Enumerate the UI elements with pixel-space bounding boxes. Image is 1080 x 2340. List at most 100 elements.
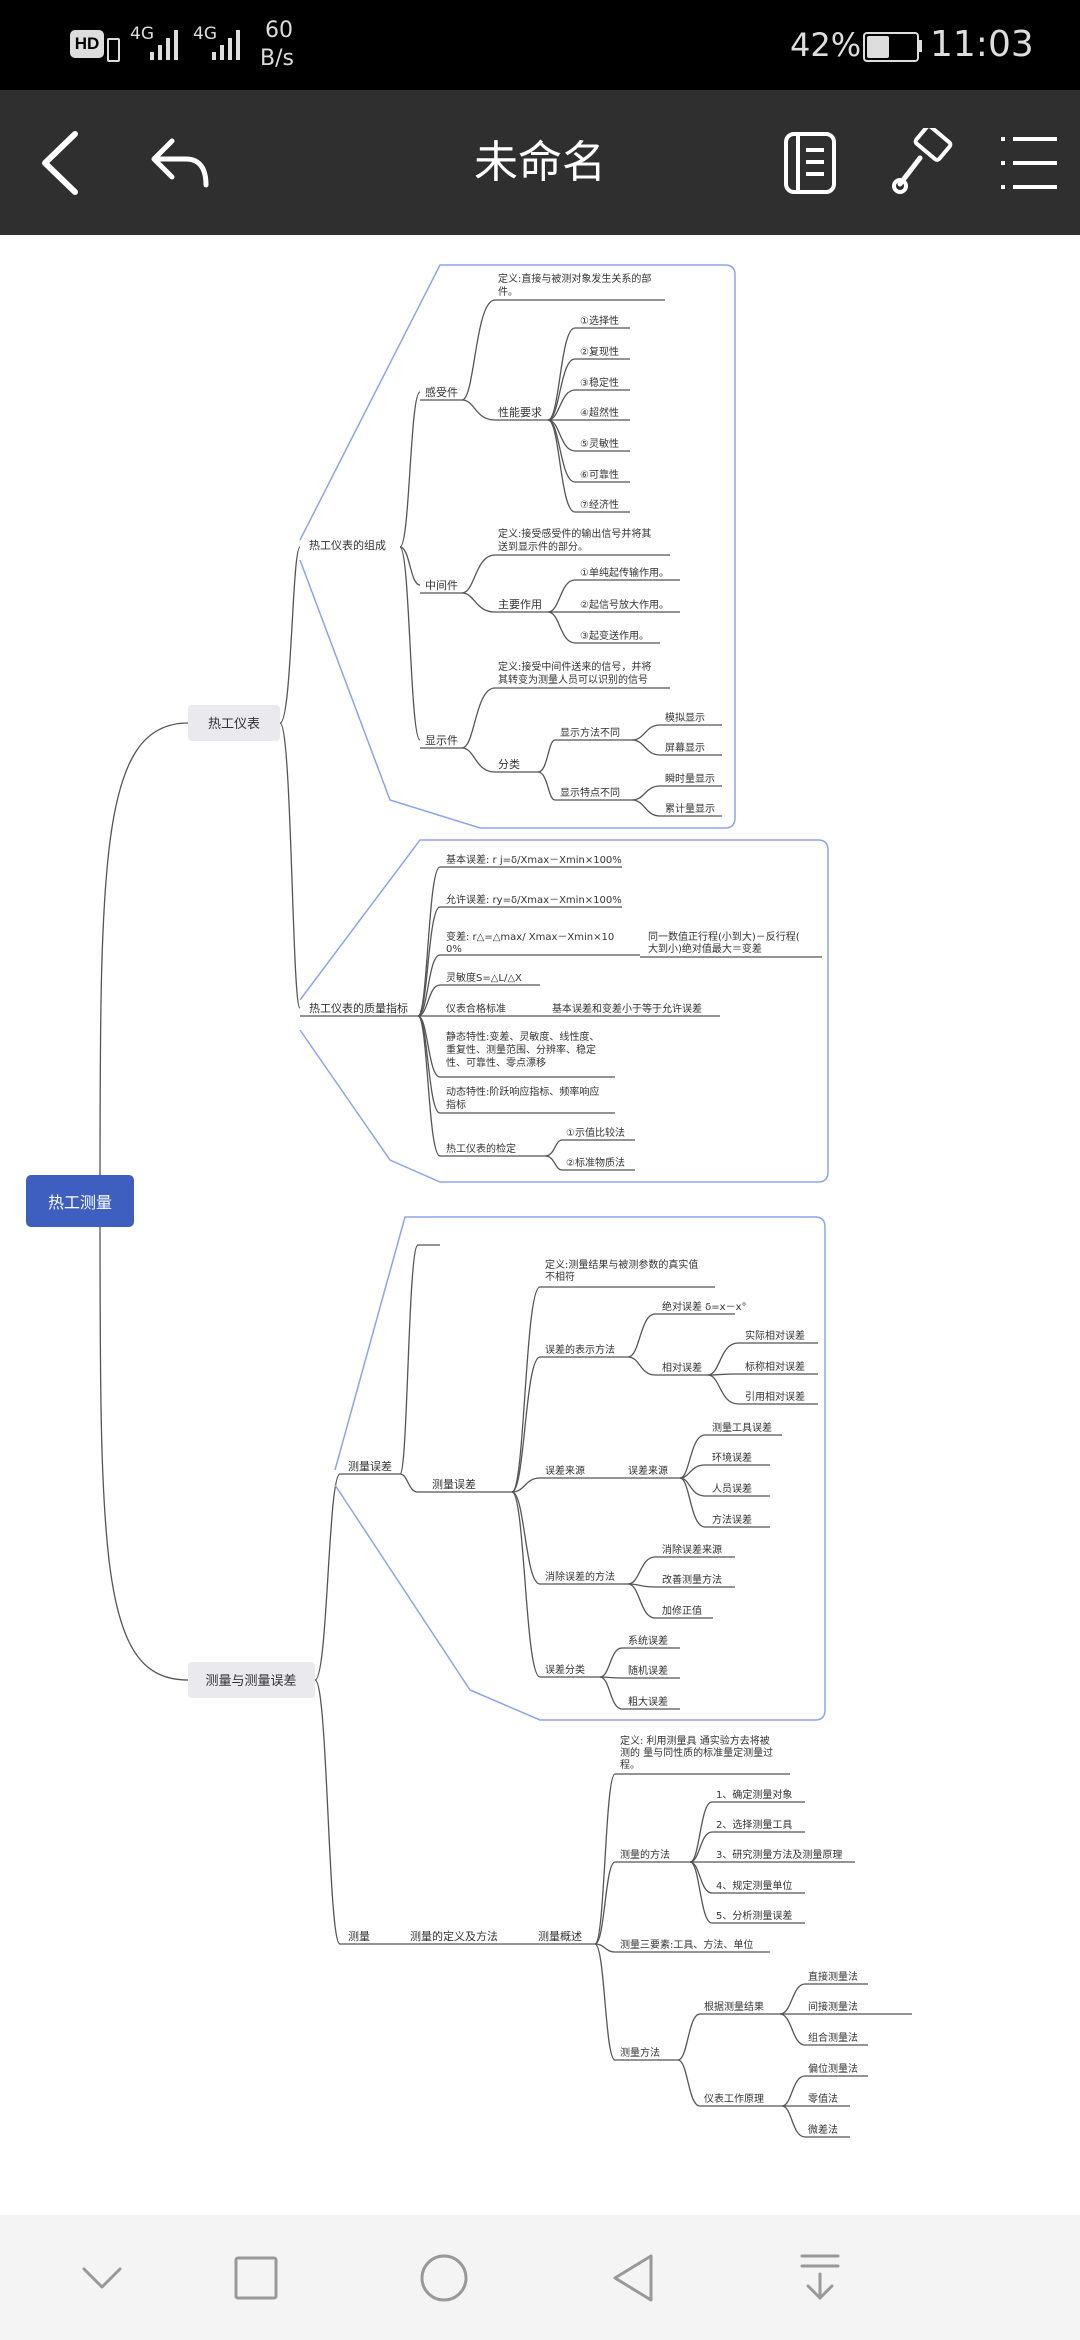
node-role[interactable]: ①单纯起传输作用。 (580, 566, 669, 579)
node-result-item[interactable]: 直接测量法 (808, 1970, 858, 1983)
node-variation-2[interactable]: 0% (446, 944, 462, 955)
collapse-button[interactable] (42, 2215, 162, 2340)
node-source-item[interactable]: 环境误差 (712, 1451, 752, 1464)
node-sensor-req[interactable]: 性能要求 (498, 405, 542, 419)
node-feature[interactable]: 瞬时量显示 (665, 772, 715, 785)
node-req[interactable]: ③稳定性 (580, 376, 619, 389)
node-result-item[interactable]: 间接测量法 (808, 2000, 858, 2013)
node-error-source[interactable]: 误差来源 (545, 1464, 585, 1477)
node-step[interactable]: 2、选择测量工具 (716, 1818, 792, 1831)
node-source-item[interactable]: 人员误差 (712, 1482, 752, 1495)
style-button[interactable] (880, 90, 970, 235)
node-inter-role[interactable]: 主要作用 (498, 598, 542, 611)
node-measure-def-2[interactable]: 测的 量与同性质的标准量定测量过 (620, 1746, 773, 1759)
node-step[interactable]: 5、分析测量误差 (716, 1909, 792, 1922)
home-button[interactable] (384, 2215, 504, 2340)
node-method[interactable]: 模拟显示 (665, 711, 705, 724)
node-accuracy-std[interactable]: 仪表合格标准 (446, 1002, 506, 1015)
node-display-def-2[interactable]: 其转变为测量人员可以识别的信号 (498, 673, 648, 686)
node-role[interactable]: ③起变送作用。 (580, 629, 649, 642)
node-allowed-error[interactable]: 允许误差: ry=δ/Xmax－Xmin×100% (446, 893, 622, 906)
node-class-item[interactable]: 随机误差 (628, 1664, 668, 1677)
mindmap-canvas[interactable]: 热工测量 热工仪表 测量与测量误差 热工仪表的组成 感受件 定义:直接与被测对象… (0, 235, 1080, 2215)
node-display-method[interactable]: 显示方法不同 (560, 726, 620, 739)
node-dynamic-1[interactable]: 动态特性:阶跃响应指标、频率响应 (446, 1085, 599, 1098)
node-req[interactable]: ②复现性 (580, 345, 619, 358)
node-variation-note-2[interactable]: 大到小)绝对值最大＝变差 (648, 942, 762, 955)
node-calibration[interactable]: 热工仪表的检定 (446, 1142, 516, 1155)
node-error-sub[interactable]: 测量误差 (432, 1477, 476, 1491)
node-measure-method[interactable]: 测量的方法 (620, 1848, 670, 1861)
outline-button[interactable] (770, 90, 850, 235)
node-measure-ways[interactable]: 测量方法 (620, 2046, 660, 2059)
node-measure-group[interactable]: 测量 (348, 1930, 370, 1943)
node-measure-def-1[interactable]: 定义: 利用测量具 通实验方去将被 (620, 1734, 770, 1747)
node-req[interactable]: ⑦经济性 (580, 498, 619, 511)
node-req[interactable]: ④超然性 (580, 406, 619, 419)
node-error-source-sub[interactable]: 误差来源 (628, 1464, 668, 1477)
node-accuracy-note[interactable]: 基本误差和变差小于等于允许误差 (552, 1002, 702, 1015)
node-elim-item[interactable]: 消除误差来源 (662, 1543, 722, 1556)
node-static-2[interactable]: 重复性、测量范围、分辨率、稳定 (446, 1043, 596, 1056)
node-overview[interactable]: 测量概述 (538, 1930, 582, 1943)
node-elim-item[interactable]: 加修正值 (662, 1604, 702, 1617)
node-method[interactable]: 屏幕显示 (665, 741, 705, 754)
recent-apps-button[interactable] (196, 2215, 316, 2340)
node-req[interactable]: ⑥可靠性 (580, 468, 619, 481)
root-node[interactable]: 热工测量 (26, 1175, 134, 1227)
node-display[interactable]: 显示件 (425, 734, 458, 747)
node-error-def-1[interactable]: 定义:测量结果与被测参数的真实值 (545, 1258, 698, 1271)
node-elim-item[interactable]: 改善测量方法 (662, 1573, 722, 1586)
node-error-repr[interactable]: 误差的表示方法 (545, 1343, 615, 1356)
node-quality[interactable]: 热工仪表的质量指标 (309, 1001, 408, 1015)
node-relative-item[interactable]: 引用相对误差 (745, 1390, 805, 1403)
node-variation-1[interactable]: 变差: r△=△max/ Xmax－Xmin×10 (446, 930, 614, 943)
node-principle-item[interactable]: 微差法 (808, 2123, 838, 2136)
node-sensitivity[interactable]: 灵敏度S=△L/△X (446, 971, 522, 984)
node-class-item[interactable]: 系统误差 (628, 1634, 668, 1647)
node-source-item[interactable]: 方法误差 (712, 1513, 752, 1526)
node-error-elim[interactable]: 消除误差的方法 (545, 1570, 615, 1583)
node-def-method[interactable]: 测量的定义及方法 (410, 1929, 498, 1943)
node-inter-def-1[interactable]: 定义:接受感受件的输出信号并将其 (498, 527, 651, 540)
node-static-1[interactable]: 静态特性:变差、灵敏度、线性度、 (446, 1030, 599, 1043)
node-class-item[interactable]: 粗大误差 (628, 1695, 668, 1708)
menu-button[interactable] (990, 90, 1070, 235)
node-display-class[interactable]: 分类 (498, 757, 520, 771)
node-error-group[interactable]: 测量误差 (348, 1459, 392, 1473)
node-by-principle[interactable]: 仪表工作原理 (704, 2092, 764, 2105)
node-display-def-1[interactable]: 定义:接受中间件送来的信号，并将 (498, 660, 651, 673)
node-step[interactable]: 3、研究测量方法及测量原理 (716, 1848, 842, 1861)
node-measure-def-3[interactable]: 程。 (620, 1759, 640, 1771)
node-role[interactable]: ②起信号放大作用。 (580, 598, 669, 611)
node-result-item[interactable]: 组合测量法 (808, 2031, 858, 2044)
back-button[interactable] (20, 90, 100, 235)
node-relative-error[interactable]: 相对误差 (662, 1361, 702, 1374)
node-cal-method[interactable]: ②标准物质法 (566, 1156, 625, 1169)
node-error-def-2[interactable]: 不相符 (545, 1270, 575, 1283)
node-inter-def-2[interactable]: 送到显示件的部分。 (498, 540, 588, 553)
node-three-elements[interactable]: 测量三要素:工具、方法、单位 (620, 1938, 753, 1951)
node-intermediate[interactable]: 中间件 (425, 579, 458, 592)
download-button[interactable] (760, 2215, 880, 2340)
node-step[interactable]: 1、确定测量对象 (716, 1788, 792, 1801)
node-absolute-error[interactable]: 绝对误差 δ=x－x° (662, 1300, 747, 1313)
node-relative-item[interactable]: 实际相对误差 (745, 1329, 805, 1342)
node-step[interactable]: 4、规定测量单位 (716, 1879, 792, 1892)
branch-node-instrument[interactable]: 热工仪表 (188, 705, 280, 741)
node-sensor[interactable]: 感受件 (425, 386, 458, 399)
node-display-feature[interactable]: 显示特点不同 (560, 787, 620, 799)
node-basic-error[interactable]: 基本误差: r j=δ/Xmax－Xmin×100% (446, 853, 622, 866)
undo-button[interactable] (140, 90, 220, 235)
node-variation-note-1[interactable]: 同一数值正行程(小到大)－反行程( (648, 930, 800, 943)
node-dynamic-2[interactable]: 指标 (446, 1098, 466, 1111)
node-by-result[interactable]: 根据测量结果 (704, 2000, 764, 2013)
node-feature[interactable]: 累计量显示 (665, 802, 715, 815)
node-principle-item[interactable]: 偏位测量法 (808, 2062, 858, 2075)
node-error-class[interactable]: 误差分类 (545, 1663, 585, 1676)
node-req[interactable]: ①选择性 (580, 314, 619, 327)
mindmap-svg[interactable]: 热工测量 热工仪表 测量与测量误差 热工仪表的组成 感受件 定义:直接与被测对象… (0, 235, 1080, 2215)
node-components[interactable]: 热工仪表的组成 (309, 538, 386, 552)
branch-node-measurement[interactable]: 测量与测量误差 (188, 1662, 315, 1698)
node-sensor-def-2[interactable]: 件。 (498, 286, 518, 298)
